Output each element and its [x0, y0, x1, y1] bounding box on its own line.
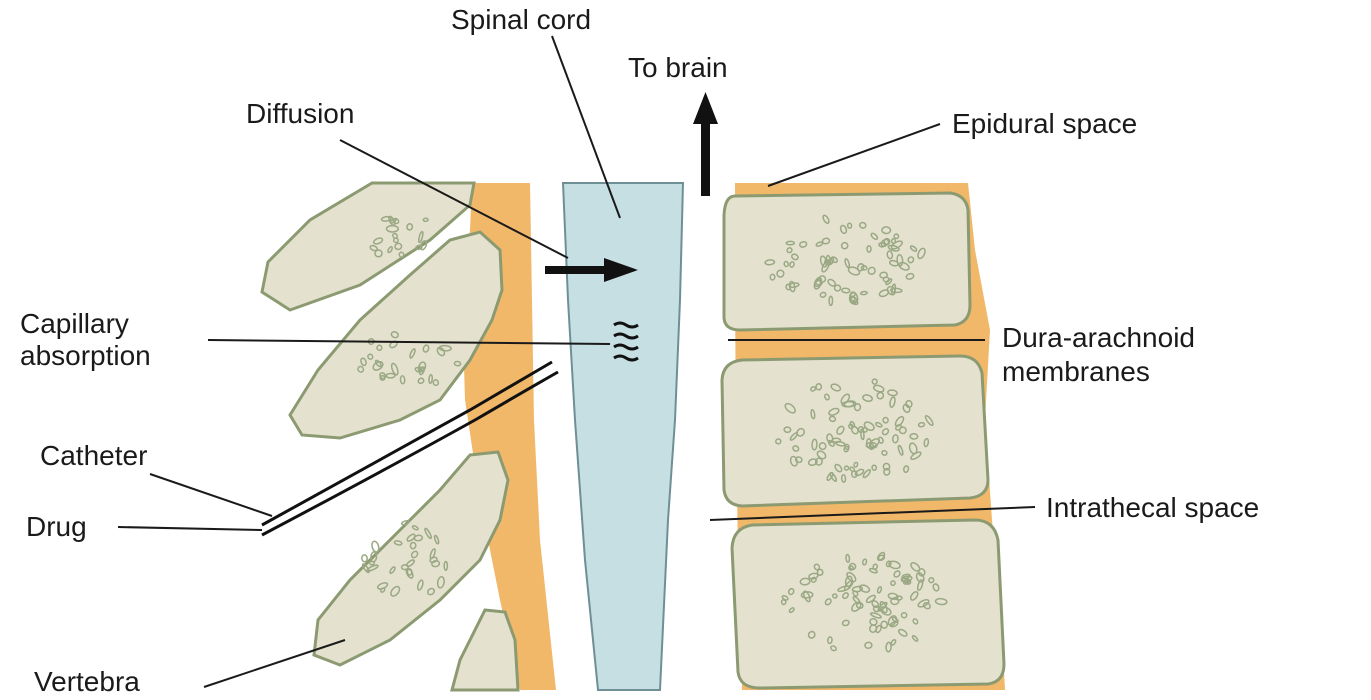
label-intrathecal-space: Intrathecal space: [1046, 490, 1259, 526]
leader-epidural: [768, 124, 940, 186]
vertebral-body-2: [722, 356, 988, 506]
right-vertebral-bodies: [722, 193, 1004, 688]
vertebra-left-4: [452, 610, 518, 690]
label-dura-line2: membranes: [1002, 354, 1150, 390]
label-dura-line1: Dura-arachnoid: [1002, 320, 1195, 356]
leader-vertebra: [204, 640, 345, 687]
leader-catheter: [150, 474, 272, 516]
vertebral-body-1: [724, 193, 970, 330]
label-catheter: Catheter: [40, 438, 147, 474]
label-capillary-absorption-line1: Capillary: [20, 306, 129, 342]
label-drug: Drug: [26, 509, 87, 545]
label-vertebra: Vertebra: [34, 664, 140, 700]
label-capillary-absorption-line2: absorption: [20, 338, 151, 374]
vertebral-body-3: [732, 520, 1004, 688]
leader-drug: [118, 527, 262, 530]
bone-speckle: [362, 555, 368, 562]
label-epidural-space: Epidural space: [952, 106, 1137, 142]
bone-speckle: [371, 540, 380, 552]
up-arrow-icon: [693, 92, 718, 196]
spinal-cord: [563, 183, 683, 690]
label-to-brain: To brain: [628, 50, 728, 86]
label-spinal-cord: Spinal cord: [451, 2, 591, 38]
label-diffusion: Diffusion: [246, 96, 354, 132]
